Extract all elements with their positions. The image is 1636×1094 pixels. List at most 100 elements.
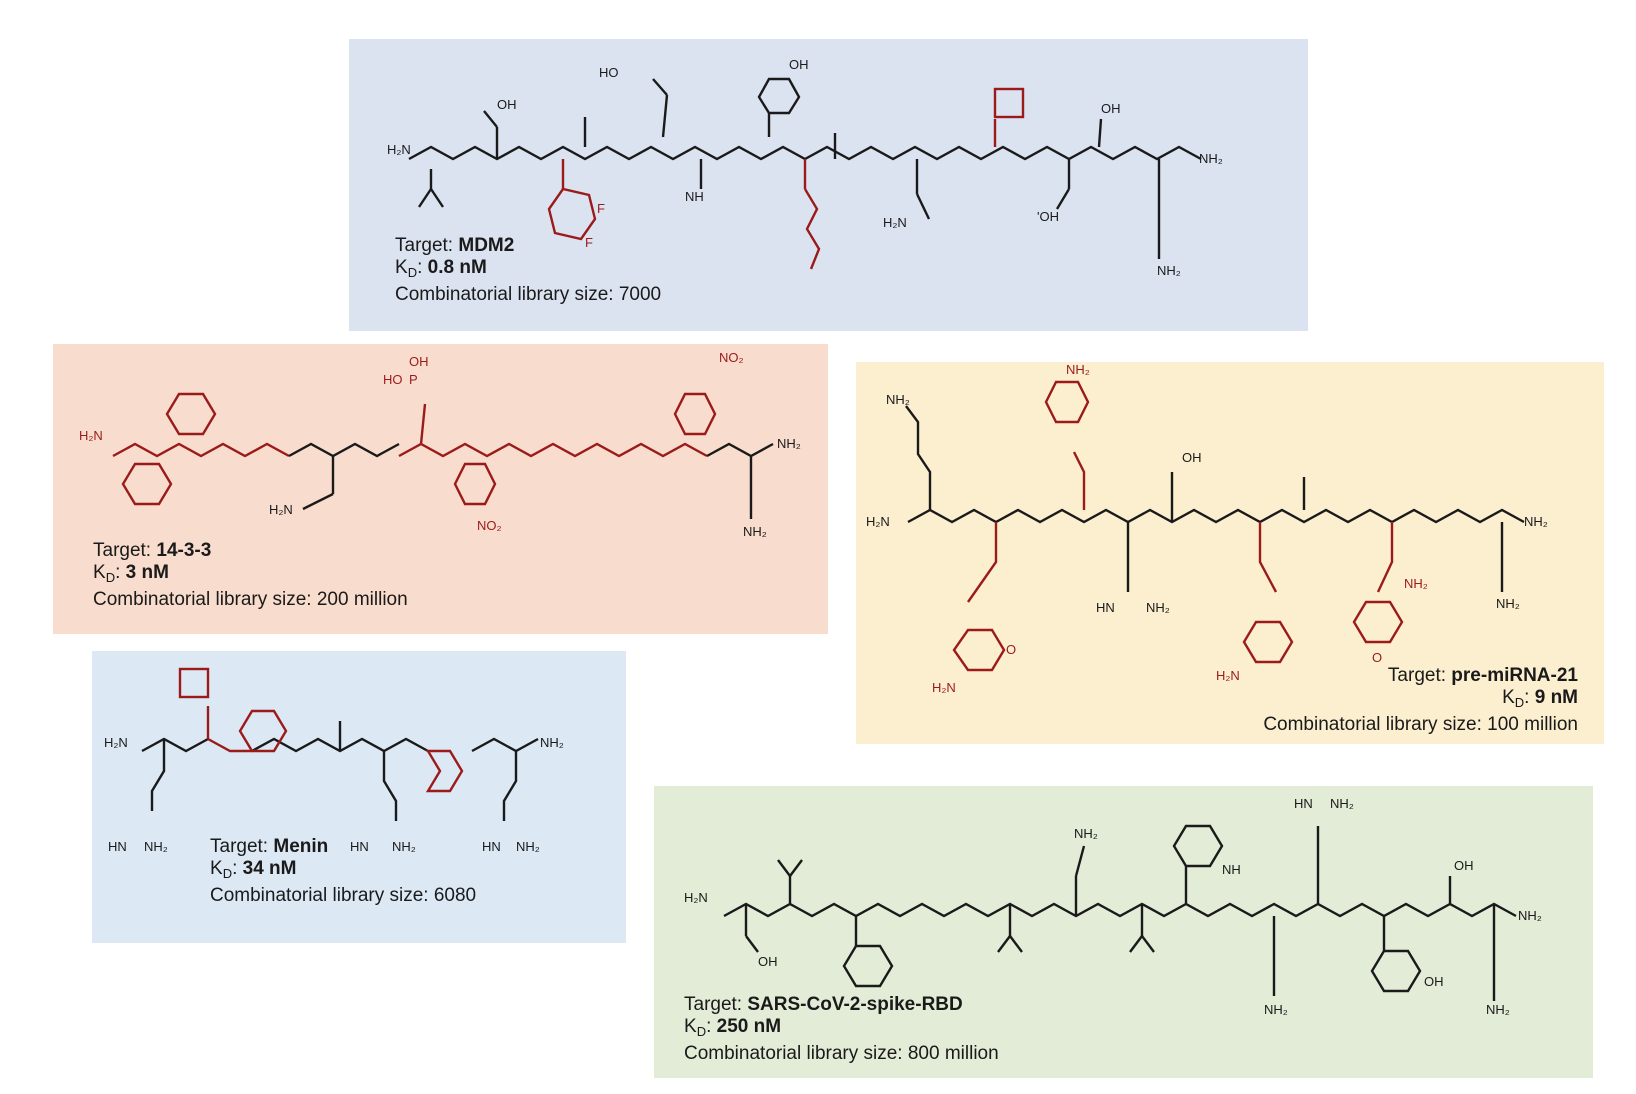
kd-subscript: D xyxy=(1514,695,1525,710)
panel-sars-cov-2: H₂N NH₂ OH NH₂ NH NH₂ HN NH₂ OH OH NH₂ T… xyxy=(654,786,1593,1078)
atom-label: HN xyxy=(108,839,127,854)
kd-colon: : xyxy=(115,562,121,583)
kd-subscript: D xyxy=(105,570,116,585)
target-value: Menin xyxy=(273,836,329,857)
atom-label: NH₂ xyxy=(1066,362,1090,377)
atom-label: NH xyxy=(1222,862,1241,877)
library-label: Combinatorial library size: xyxy=(210,885,429,906)
atom-label: O xyxy=(1006,642,1016,657)
structure-mdm2: H₂N NH₂ OH HO OH OH 'OH H₂N NH₂ NH F F xyxy=(387,57,1223,278)
structure-14-3-3: H₂N OH HO P NO₂ NO₂ H₂N NH₂ NH₂ xyxy=(79,350,801,539)
kd-label: K xyxy=(684,1016,697,1037)
atom-label: H₂N xyxy=(387,142,411,157)
atom-label: OH xyxy=(758,954,778,969)
atom-label: NH₂ xyxy=(540,735,564,750)
atom-label: OH xyxy=(1424,974,1444,989)
atom-label: NH₂ xyxy=(1330,796,1354,811)
kd-subscript: D xyxy=(407,265,418,280)
kd-label: K xyxy=(93,562,106,583)
structure-pre-mirna-21: NH₂ H₂N NH₂ NH₂ OH HN NH₂ NH₂ H₂N O H₂N … xyxy=(866,362,1548,695)
library-label: Combinatorial library size: xyxy=(93,589,312,610)
atom-label: H₂N xyxy=(104,735,128,750)
atom-label: NH₂ xyxy=(1157,263,1181,278)
panel-mdm2: H₂N NH₂ OH HO OH OH 'OH H₂N NH₂ NH F F T… xyxy=(349,39,1308,331)
target-value: 14-3-3 xyxy=(156,540,212,561)
panel-menin: H₂N NH₂ HN NH₂ HN NH₂ HN NH₂ Target: Men… xyxy=(92,651,626,943)
atom-label: F xyxy=(585,235,593,250)
atom-label: O xyxy=(1372,650,1382,665)
atom-label: OH xyxy=(497,97,517,112)
atom-label: P xyxy=(409,372,418,387)
atom-label: NH₂ xyxy=(516,839,540,854)
caption-pre-mirna-21: Target: pre-miRNA-21 KD: 9 nM Combinator… xyxy=(1263,665,1578,736)
kd-label: K xyxy=(1502,687,1515,708)
panel-14-3-3: H₂N OH HO P NO₂ NO₂ H₂N NH₂ NH₂ Target: … xyxy=(53,344,828,634)
atom-label: NH₂ xyxy=(1146,600,1170,615)
atom-label: F xyxy=(597,201,605,216)
caption-sars-cov-2: Target: SARS-CoV-2-spike-RBD KD: 250 nM … xyxy=(684,994,999,1065)
atom-label: HN xyxy=(350,839,369,854)
target-label: Target: xyxy=(684,994,743,1015)
atom-label: NH₂ xyxy=(144,839,168,854)
atom-label: NH₂ xyxy=(1486,1002,1510,1017)
atom-label: NH₂ xyxy=(743,524,767,539)
atom-label: NH₂ xyxy=(1074,826,1098,841)
atom-label: NH₂ xyxy=(392,839,416,854)
atom-label: NO₂ xyxy=(719,350,744,365)
structure-menin: H₂N NH₂ HN NH₂ HN NH₂ HN NH₂ xyxy=(104,667,564,854)
atom-label: OH xyxy=(789,57,809,72)
target-label: Target: xyxy=(395,235,454,256)
atom-label: NH₂ xyxy=(1199,151,1223,166)
atom-label: H₂N xyxy=(79,428,103,443)
atom-label: OH xyxy=(1101,101,1121,116)
atom-label: HN xyxy=(1294,796,1313,811)
caption-mdm2: Target: MDM2 KD: 0.8 nM Combinatorial li… xyxy=(395,235,661,306)
library-value: 6080 xyxy=(433,885,477,906)
atom-label: OH xyxy=(1182,450,1202,465)
library-label: Combinatorial library size: xyxy=(684,1043,903,1064)
library-label: Combinatorial library size: xyxy=(395,284,614,305)
atom-label: NH₂ xyxy=(1524,514,1548,529)
atom-label: NH₂ xyxy=(1264,1002,1288,1017)
kd-colon: : xyxy=(417,257,423,278)
atom-label: NH₂ xyxy=(1404,576,1428,591)
target-value: MDM2 xyxy=(458,235,515,256)
atom-label: NH xyxy=(685,189,704,204)
atom-label: H₂N xyxy=(866,514,890,529)
atom-label: OH xyxy=(1454,858,1474,873)
kd-subscript: D xyxy=(222,866,233,881)
library-value: 100 million xyxy=(1487,714,1578,735)
structure-sars-cov-2: H₂N NH₂ OH NH₂ NH NH₂ HN NH₂ OH OH NH₂ xyxy=(684,796,1542,1017)
kd-label: K xyxy=(395,257,408,278)
library-label: Combinatorial library size: xyxy=(1263,714,1482,735)
atom-label: NH₂ xyxy=(886,392,910,407)
target-label: Target: xyxy=(1387,665,1447,686)
target-label: Target: xyxy=(210,836,269,857)
caption-menin: Target: Menin KD: 34 nM Combinatorial li… xyxy=(210,836,476,907)
kd-colon: : xyxy=(706,1016,712,1037)
library-value: 200 million xyxy=(316,589,408,610)
library-value: 800 million xyxy=(907,1043,999,1064)
kd-value: 3 nM xyxy=(125,562,169,583)
atom-label: H₂N xyxy=(883,215,907,230)
kd-colon: : xyxy=(1524,687,1530,708)
caption-14-3-3: Target: 14-3-3 KD: 3 nM Combinatorial li… xyxy=(93,540,408,611)
atom-label: HO xyxy=(383,372,403,387)
panel-pre-mirna-21: NH₂ H₂N NH₂ NH₂ OH HN NH₂ NH₂ H₂N O H₂N … xyxy=(856,362,1604,744)
atom-label: NH₂ xyxy=(1496,596,1520,611)
atom-label: 'OH xyxy=(1037,209,1059,224)
atom-label: OH xyxy=(409,354,429,369)
kd-value: 34 nM xyxy=(242,858,297,879)
atom-label: H₂N xyxy=(1216,668,1240,683)
atom-label: H₂N xyxy=(932,680,956,695)
target-label: Target: xyxy=(93,540,152,561)
atom-label: HO xyxy=(599,65,619,80)
atom-label: H₂N xyxy=(269,502,293,517)
kd-value: 9 nM xyxy=(1534,687,1578,708)
kd-value: 0.8 nM xyxy=(427,257,487,278)
target-value: SARS-CoV-2-spike-RBD xyxy=(747,994,963,1015)
kd-colon: : xyxy=(232,858,238,879)
atom-label: HN xyxy=(482,839,501,854)
library-value: 7000 xyxy=(618,284,662,305)
atom-label: NH₂ xyxy=(1518,908,1542,923)
